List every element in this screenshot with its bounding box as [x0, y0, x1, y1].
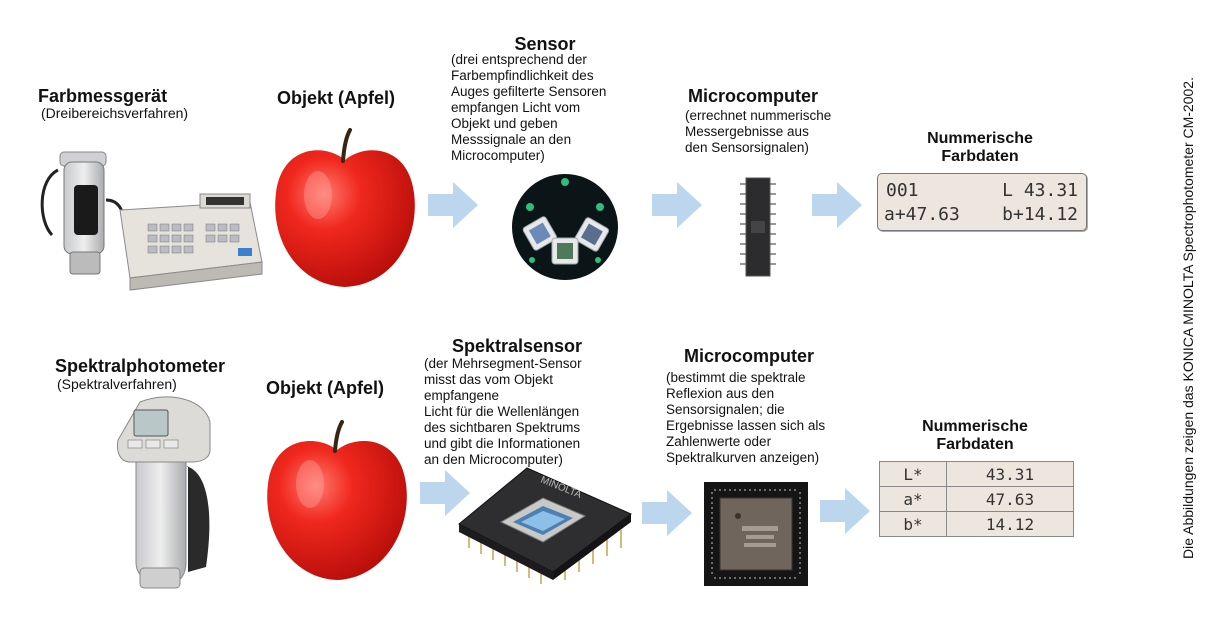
lcd-a-value: a+47.63 [884, 204, 960, 225]
table-key-b: b* [880, 512, 947, 537]
bottom-device-title: Spektralphotometer [55, 356, 225, 376]
spectrophotometer-image [110, 392, 230, 592]
lcd-sample-number: 001 [886, 180, 919, 201]
top-device-subtitle: (Dreibereichsverfahren) [41, 105, 188, 121]
table-row: a* 47.63 [880, 487, 1074, 512]
table-value-a: 47.63 [947, 487, 1074, 512]
top-output-title: Nummerische Farbdaten [895, 130, 1065, 166]
top-computer-title: Microcomputer [688, 86, 818, 106]
top-lcd-display: 001 L 43.31 a+47.63 b+14.12 [877, 173, 1087, 231]
top-arrow-3 [812, 182, 862, 228]
bottom-output-title: Nummerische Farbdaten [890, 418, 1060, 454]
top-computer-description: (errechnet nummerische Messergebnisse au… [685, 108, 831, 156]
bottom-sensor-title: Spektralsensor [452, 336, 582, 356]
side-caption: Die Abbildungen zeigen das KONICA MINOLT… [1180, 38, 1196, 598]
table-value-l: 43.31 [947, 462, 1074, 487]
table-value-b: 14.12 [947, 512, 1074, 537]
top-sensor-title: Sensor [470, 34, 620, 54]
lcd-b-value: b+14.12 [1002, 204, 1078, 225]
top-device-title: Farbmessgerät [38, 86, 167, 106]
table-row: L* 43.31 [880, 462, 1074, 487]
top-apple-image [270, 125, 420, 295]
top-object-title: Objekt (Apfel) [277, 88, 395, 108]
top-arrow-1 [428, 182, 478, 228]
tristimulus-sensor-image [510, 172, 620, 282]
table-row: b* 14.12 [880, 512, 1074, 537]
bottom-microchip-image [700, 478, 812, 590]
bottom-computer-description: (bestimmt die spektrale Reflexion aus de… [666, 370, 825, 466]
top-sensor-description: (drei entsprechend der Farbempfindlichke… [451, 52, 606, 164]
colorimeter-image [30, 140, 270, 290]
bottom-device-subtitle: (Spektralverfahren) [57, 376, 177, 392]
bottom-arrow-3 [820, 488, 870, 534]
bottom-sensor-description: (der Mehrsegment-Sensor misst das vom Ob… [424, 356, 582, 468]
top-arrow-2 [652, 182, 702, 228]
bottom-object-title: Objekt (Apfel) [266, 378, 384, 398]
table-key-l: L* [880, 462, 947, 487]
table-key-a: a* [880, 487, 947, 512]
bottom-arrow-2 [642, 490, 692, 536]
bottom-computer-title: Microcomputer [684, 346, 814, 366]
top-microchip-image [738, 176, 780, 280]
bottom-apple-image [262, 420, 412, 585]
color-data-table: L* 43.31 a* 47.63 b* 14.12 [879, 461, 1074, 537]
spectral-sensor-chip-image: MINOLTA [455, 462, 635, 587]
lcd-l-value: L 43.31 [1002, 180, 1078, 201]
